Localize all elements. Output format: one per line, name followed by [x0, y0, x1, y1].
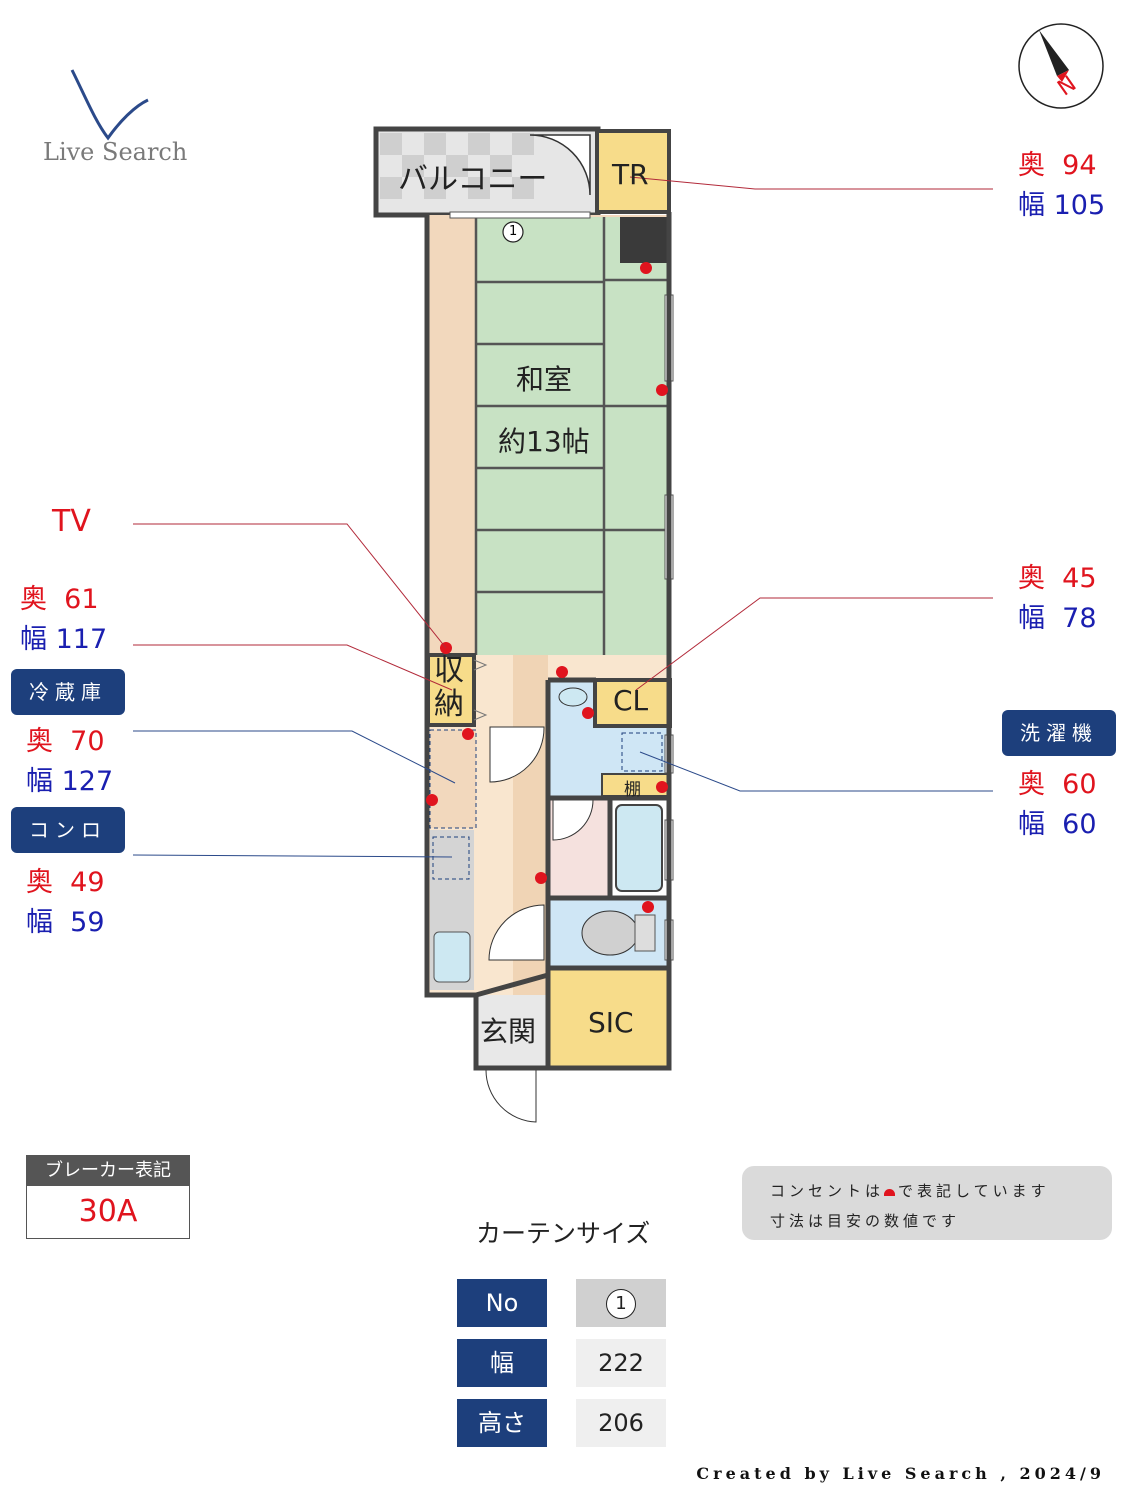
logo-text: Live Search — [43, 138, 188, 166]
tv-title: TV — [52, 504, 91, 539]
window-no-marker — [502, 221, 524, 243]
entrance-label: 玄関 — [480, 1015, 537, 1048]
sic-box — [548, 970, 670, 1068]
washitsu — [476, 217, 668, 655]
leader-cl — [635, 597, 993, 691]
curtain-title: カーテンサイズ — [476, 1219, 651, 1248]
tr-label: TR — [612, 158, 649, 191]
notes-line1-a: コンセントは — [770, 1182, 885, 1200]
notes-box: コンセントはで表記しています 寸法は目安の数値です — [742, 1166, 1112, 1240]
breaker-box: ブレーカー表記 30A — [26, 1155, 190, 1239]
footer-credit: Created by Live Search , 2024/9 — [696, 1464, 1105, 1483]
window-no-label: 1 — [509, 224, 518, 239]
compass: N — [1017, 22, 1105, 110]
logo-mark-icon — [70, 69, 149, 141]
leader-tv — [133, 523, 447, 649]
leader-stove — [132, 854, 453, 858]
tr-box — [595, 129, 671, 214]
closet-box — [593, 678, 672, 728]
stove-tag: コンロ — [11, 807, 125, 853]
balcony-label: バルコニー — [398, 162, 548, 197]
leader-tr — [629, 176, 993, 190]
compass-icon — [1018, 23, 1104, 109]
logo: Live Search — [40, 66, 200, 166]
leader-washer — [639, 751, 993, 792]
washitsu-name: 和室 — [516, 363, 573, 396]
curtain-header-width: 幅 — [457, 1339, 547, 1387]
washer-tag: 洗濯機 — [1002, 710, 1116, 756]
leader-storage — [133, 644, 453, 691]
leader-fridge — [133, 730, 456, 784]
notes-line2: 寸法は目安の数値です — [770, 1212, 961, 1230]
storage-label: 収納 — [434, 653, 464, 722]
curtain-value-height: 206 — [576, 1399, 666, 1447]
breaker-title: ブレーカー表記 — [27, 1156, 189, 1186]
outlet-legend-icon — [884, 1189, 896, 1196]
curtain-value-no: 1 — [576, 1279, 666, 1327]
outlet-markers — [426, 262, 668, 913]
balcony-area — [373, 126, 601, 218]
shelf-label: 棚 — [624, 780, 641, 800]
breaker-value: 30A — [78, 1194, 138, 1229]
curtain-header-no: No — [457, 1279, 547, 1327]
sic-label: SIC — [588, 1006, 634, 1039]
curtain-header-height: 高さ — [457, 1399, 547, 1447]
closet-label: CL — [613, 684, 649, 717]
fridge-tag: 冷蔵庫 — [11, 669, 125, 715]
notes-line1-b: で表記しています — [898, 1182, 1050, 1200]
curtain-value-width: 222 — [576, 1339, 666, 1387]
washitsu-size: 約13帖 — [498, 425, 590, 458]
